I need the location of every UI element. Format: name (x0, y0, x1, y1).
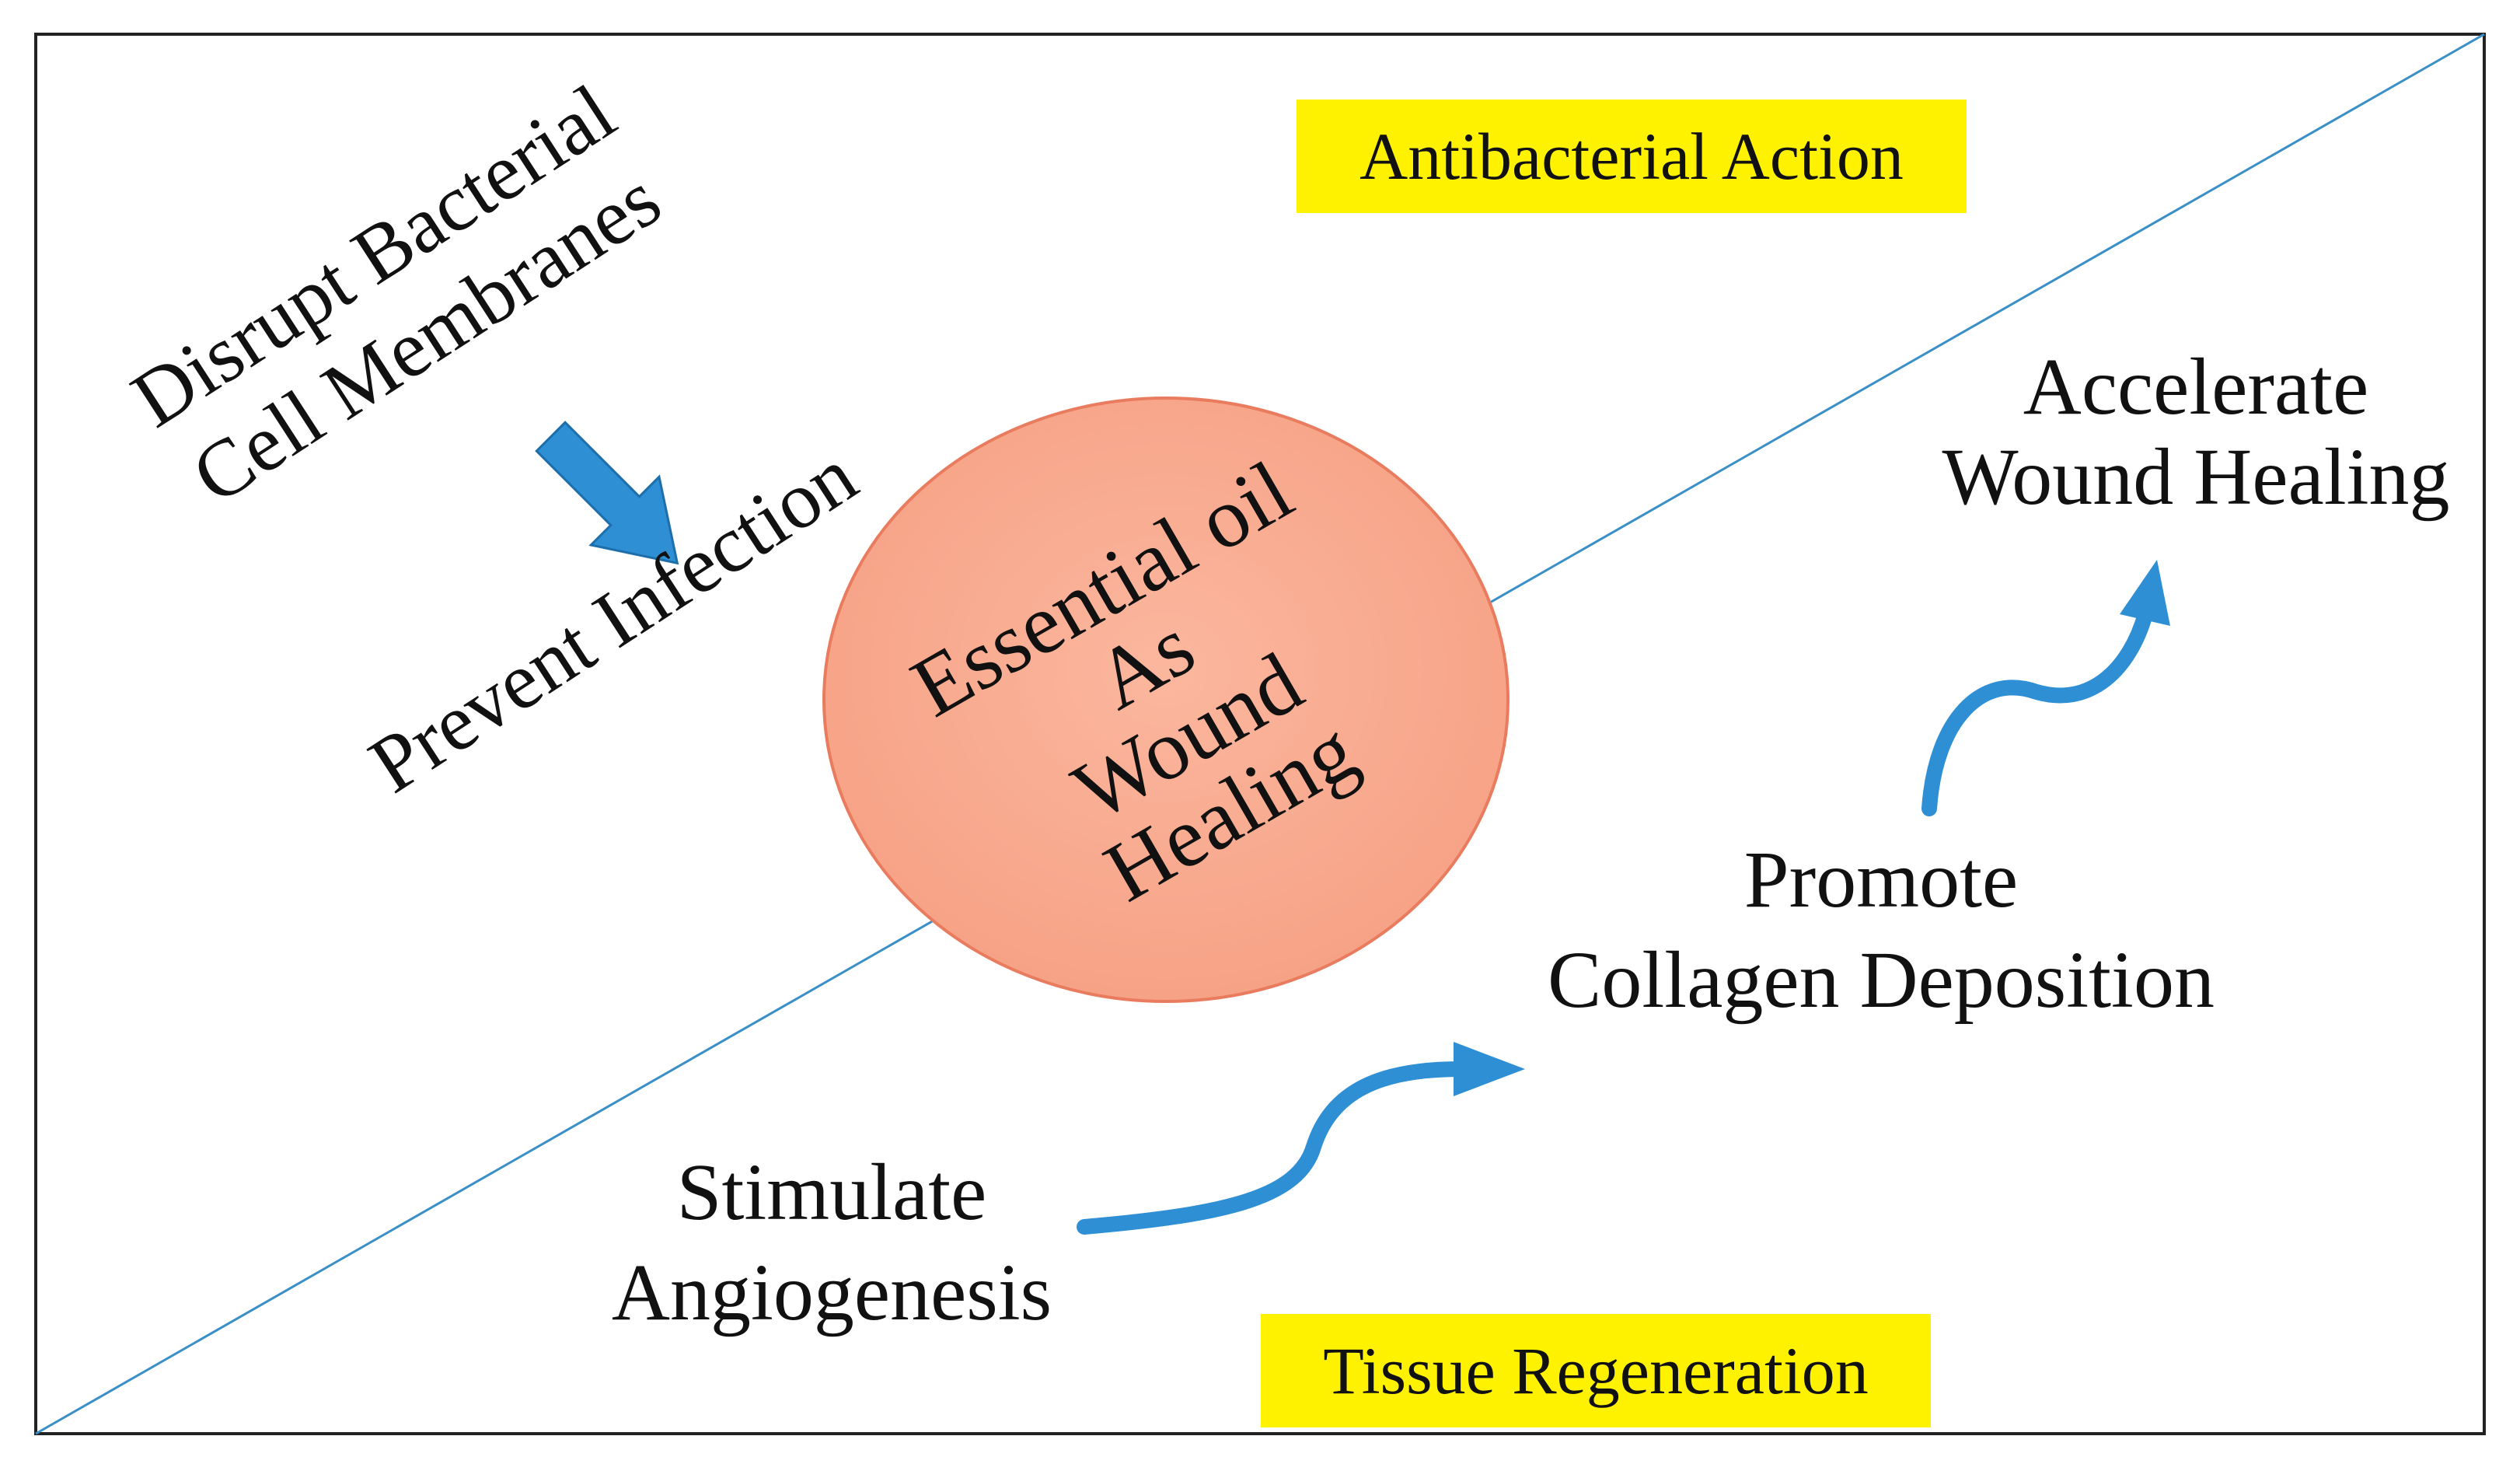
accelerate-line-2: Wound Healing (1942, 432, 2450, 522)
accelerate-wound-healing-label: Accelerate Wound Healing (1897, 342, 2495, 523)
promote-collagen-label: Promote Collagen Deposition (1477, 830, 2285, 1031)
stimulate-line-2: Angiogenesis (611, 1247, 1052, 1337)
antibacterial-action-tag: Antibacterial Action (1297, 100, 1967, 213)
tissue-regeneration-tag: Tissue Regeneration (1261, 1314, 1931, 1427)
stimulate-angiogenesis-label: Stimulate Angiogenesis (560, 1143, 1104, 1343)
arrow-stimulate-to-collagen (1077, 1042, 1525, 1235)
center-circle (822, 397, 1510, 1003)
promote-line-2: Collagen Deposition (1548, 935, 2215, 1025)
stimulate-line-1: Stimulate (676, 1148, 987, 1237)
diagram-frame (34, 33, 2486, 1435)
arrow-promote-to-accelerate (1921, 560, 2170, 816)
accelerate-line-1: Accelerate (2023, 342, 2369, 432)
promote-line-1: Promote (1743, 835, 2019, 924)
arrow-disrupt-to-prevent (535, 421, 679, 565)
